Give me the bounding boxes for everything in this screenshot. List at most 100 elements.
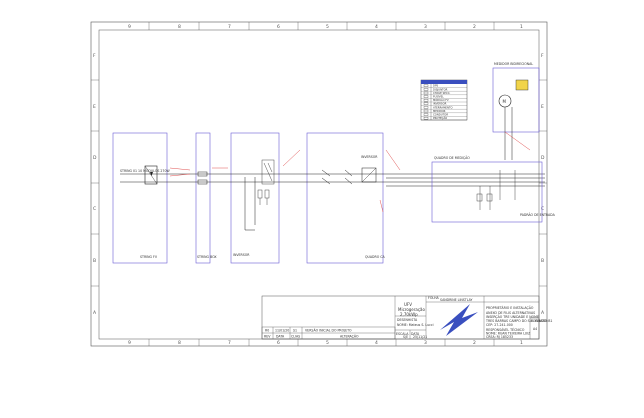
col-label: 8 bbox=[178, 340, 181, 346]
project-line1: UFV bbox=[404, 302, 412, 307]
legend-item-label: INVERSOR bbox=[433, 102, 447, 106]
col-label: 2 bbox=[473, 24, 476, 30]
legend-item-label: CONDUTOR bbox=[433, 113, 448, 117]
top-column-labels: 9 8 7 6 5 4 3 2 1 bbox=[128, 22, 523, 30]
description-line: INSERÇÃO TRE UNIDADE E NOME bbox=[486, 314, 539, 319]
responsible-line: CREA: RJ 185233 bbox=[486, 335, 513, 339]
legend-symbol-icon bbox=[423, 84, 429, 87]
svg-text:E: E bbox=[93, 104, 96, 110]
row-labels: F E D C B A F E D C B A bbox=[91, 53, 547, 316]
format-label: FORMATO bbox=[531, 319, 547, 323]
legend-symbol-icon bbox=[423, 109, 429, 113]
col-label: 4 bbox=[375, 24, 378, 30]
ac-box-label: QUADRO CA bbox=[365, 255, 385, 259]
svg-text:A: A bbox=[93, 310, 97, 316]
description-line: TRES BARRAS CAMPO DO SUL CLASSE:B1 bbox=[485, 319, 552, 323]
legend-item-label: MÓDULO FV bbox=[433, 97, 449, 102]
svg-text:D: D bbox=[93, 155, 97, 161]
title-block: UFV Microgeração 2,70kWp DESENHISTA NOME… bbox=[261, 295, 552, 340]
legend-symbol-icon bbox=[423, 91, 429, 95]
col-label: 5 bbox=[326, 340, 329, 346]
col-label: 1 bbox=[520, 24, 523, 30]
col-label: 5 bbox=[326, 24, 329, 30]
company-logo bbox=[440, 304, 478, 336]
description-title: PROPRIETÁRIO E INSTALAÇÃO bbox=[486, 305, 534, 310]
col-label: 2 bbox=[473, 340, 476, 346]
col-label: 1 bbox=[520, 340, 523, 346]
revision-table: R0 11/01/20 S1 VERSÃO INICIAL DO PROJETO… bbox=[261, 326, 396, 340]
responsible-line: NOME: RUAN TEIXEIRA LUIZ bbox=[486, 332, 531, 336]
svg-text:C: C bbox=[93, 206, 96, 212]
legend-symbol-icon bbox=[423, 99, 429, 102]
col-label: 6 bbox=[277, 24, 280, 30]
outer-frame bbox=[90, 21, 548, 347]
entry-box: MEDIDOR BIDIRECIONAL M bbox=[492, 62, 540, 160]
data-value: 25/11/21 bbox=[413, 335, 427, 339]
pv-box-label: STRING FV bbox=[140, 255, 158, 259]
folha-label: FOLHA bbox=[428, 296, 440, 300]
legend-symbol-icon bbox=[423, 88, 429, 91]
meter-box-label: QUADRO DE MEDIÇÃO bbox=[434, 155, 470, 160]
legend-item-label: PROTEÇÃO bbox=[433, 115, 447, 120]
string-box: STRING BOX bbox=[195, 132, 217, 264]
legend-item-label: ATERRAMENTO bbox=[433, 105, 453, 109]
col-label: 3 bbox=[424, 24, 427, 30]
col-label: 7 bbox=[228, 340, 231, 346]
legend-symbol-icon bbox=[423, 106, 429, 109]
right-box-label: PADRÃO DE ENTRADA bbox=[520, 212, 556, 217]
legend-item-label: FUSÍVEL bbox=[433, 94, 444, 99]
svg-text:VERSÃO INICIAL DO PROJETO: VERSÃO INICIAL DO PROJETO bbox=[305, 328, 352, 333]
col-label: 7 bbox=[228, 24, 231, 30]
escala-label: ESCALA bbox=[396, 332, 409, 336]
svg-text:DATA: DATA bbox=[276, 335, 285, 339]
col-label: 3 bbox=[424, 340, 427, 346]
col-label: 9 bbox=[128, 24, 131, 30]
svg-text:REV: REV bbox=[264, 335, 271, 339]
pv-module-text: STRING 01 10 MÓDULOS 270W bbox=[120, 168, 170, 173]
dps-box: INVERSOR bbox=[230, 132, 280, 264]
legend-symbol-icon bbox=[423, 95, 429, 98]
svg-text:B: B bbox=[541, 258, 544, 264]
legend-symbol-icon bbox=[423, 102, 429, 105]
inner-frame bbox=[98, 29, 540, 340]
motor-label: M bbox=[503, 99, 507, 104]
svg-text:E: E bbox=[541, 104, 544, 110]
col-label: 4 bbox=[375, 340, 378, 346]
project-line3: 2,70kWp bbox=[400, 312, 418, 317]
description-line: ANEXO DE FILIS ALTERNATIVAS bbox=[486, 311, 535, 315]
legend-item-label: DISJUNTOR bbox=[433, 87, 448, 91]
svg-text:CLIAS: CLIAS bbox=[291, 335, 300, 339]
svg-text:F: F bbox=[541, 53, 544, 59]
svg-text:11/01/20: 11/01/20 bbox=[275, 329, 289, 333]
col-label: 9 bbox=[128, 340, 131, 346]
svg-text:F: F bbox=[93, 53, 96, 59]
bottom-column-labels: 9 8 7 6 5 4 3 2 1 bbox=[128, 339, 523, 346]
project-line2: Microgeração bbox=[398, 307, 426, 312]
description-line: CEP: 27-241-000 bbox=[486, 323, 513, 327]
legend-symbol-icon bbox=[423, 113, 429, 116]
legend-item-label: DPS bbox=[433, 84, 439, 88]
meter-title: MEDIDOR BIDIRECIONAL bbox=[494, 62, 533, 66]
data-label: DATA bbox=[411, 332, 420, 336]
svg-text:S1: S1 bbox=[293, 329, 297, 333]
meter-display bbox=[515, 79, 529, 91]
svg-text:A: A bbox=[541, 310, 545, 316]
svg-text:D: D bbox=[541, 155, 545, 161]
responsible-line: RESPONSÁVEL TÉCNICO bbox=[486, 327, 525, 332]
legend-item-label: CHAVE SECC. bbox=[433, 91, 451, 95]
svg-text:C: C bbox=[541, 206, 544, 212]
legend-item-label: MEDIDOR bbox=[433, 109, 446, 113]
owner-name: SANDRINE LINSTLAY bbox=[440, 298, 473, 302]
string-box-label: STRING BOX bbox=[197, 255, 217, 259]
dps-box-label: INVERSOR bbox=[233, 253, 250, 257]
escala-value: S/E bbox=[403, 335, 408, 339]
pv-array-box: STRING 01 10 MÓDULOS 270W STRING FV bbox=[112, 132, 170, 264]
svg-text:R0: R0 bbox=[265, 329, 269, 333]
main-wires bbox=[120, 173, 545, 187]
col-label: 8 bbox=[178, 24, 181, 30]
legend-symbol-icon bbox=[423, 117, 429, 120]
meter-box: QUADRO DE MEDIÇÃO PADRÃO DE ENTRADA bbox=[431, 155, 556, 223]
format-value: A4 bbox=[533, 327, 537, 331]
